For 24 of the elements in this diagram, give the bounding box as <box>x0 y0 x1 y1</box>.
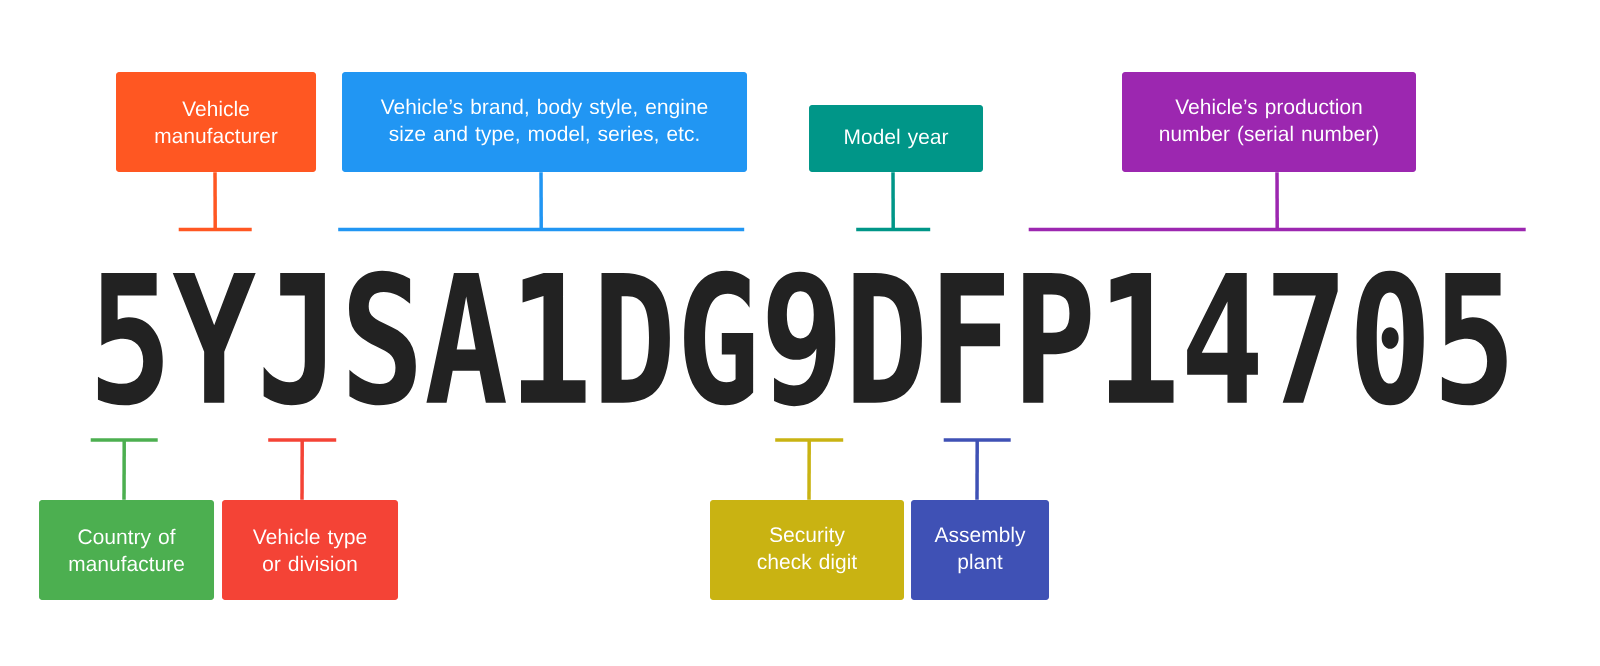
leader-line <box>122 440 126 500</box>
vin-characters: J <box>263 273 325 406</box>
callout-box: Assembly plant <box>911 500 1049 600</box>
vin-characters: 9 <box>767 271 836 407</box>
callout-box: Vehicle manufacturer <box>116 72 316 172</box>
vin-characters: D <box>853 273 922 403</box>
vin-characters: F <box>940 273 1004 403</box>
vin-characters: Y <box>172 273 256 403</box>
vin-characters: SA1DG <box>349 270 754 406</box>
vin-characters: P14705 <box>1023 270 1507 406</box>
callout-box: Vehicle’s brand, body style, engine size and type, model, series, etc. <box>342 72 747 172</box>
leader-line <box>891 172 895 230</box>
leader-line <box>1275 172 1279 230</box>
callout-box: Security check digit <box>710 500 904 600</box>
callout-box: Country of manufacture <box>39 500 214 600</box>
leader-line <box>975 440 979 500</box>
callout-box: Vehicle’s production number (serial number) <box>1122 72 1416 172</box>
leader-line <box>300 440 304 500</box>
callout-box: Model year <box>809 105 983 172</box>
vin-characters: 5 <box>97 273 163 406</box>
leader-line <box>807 440 811 500</box>
leader-line <box>539 172 543 230</box>
leader-line <box>213 172 217 230</box>
callout-box: Vehicle type or division <box>222 500 398 600</box>
